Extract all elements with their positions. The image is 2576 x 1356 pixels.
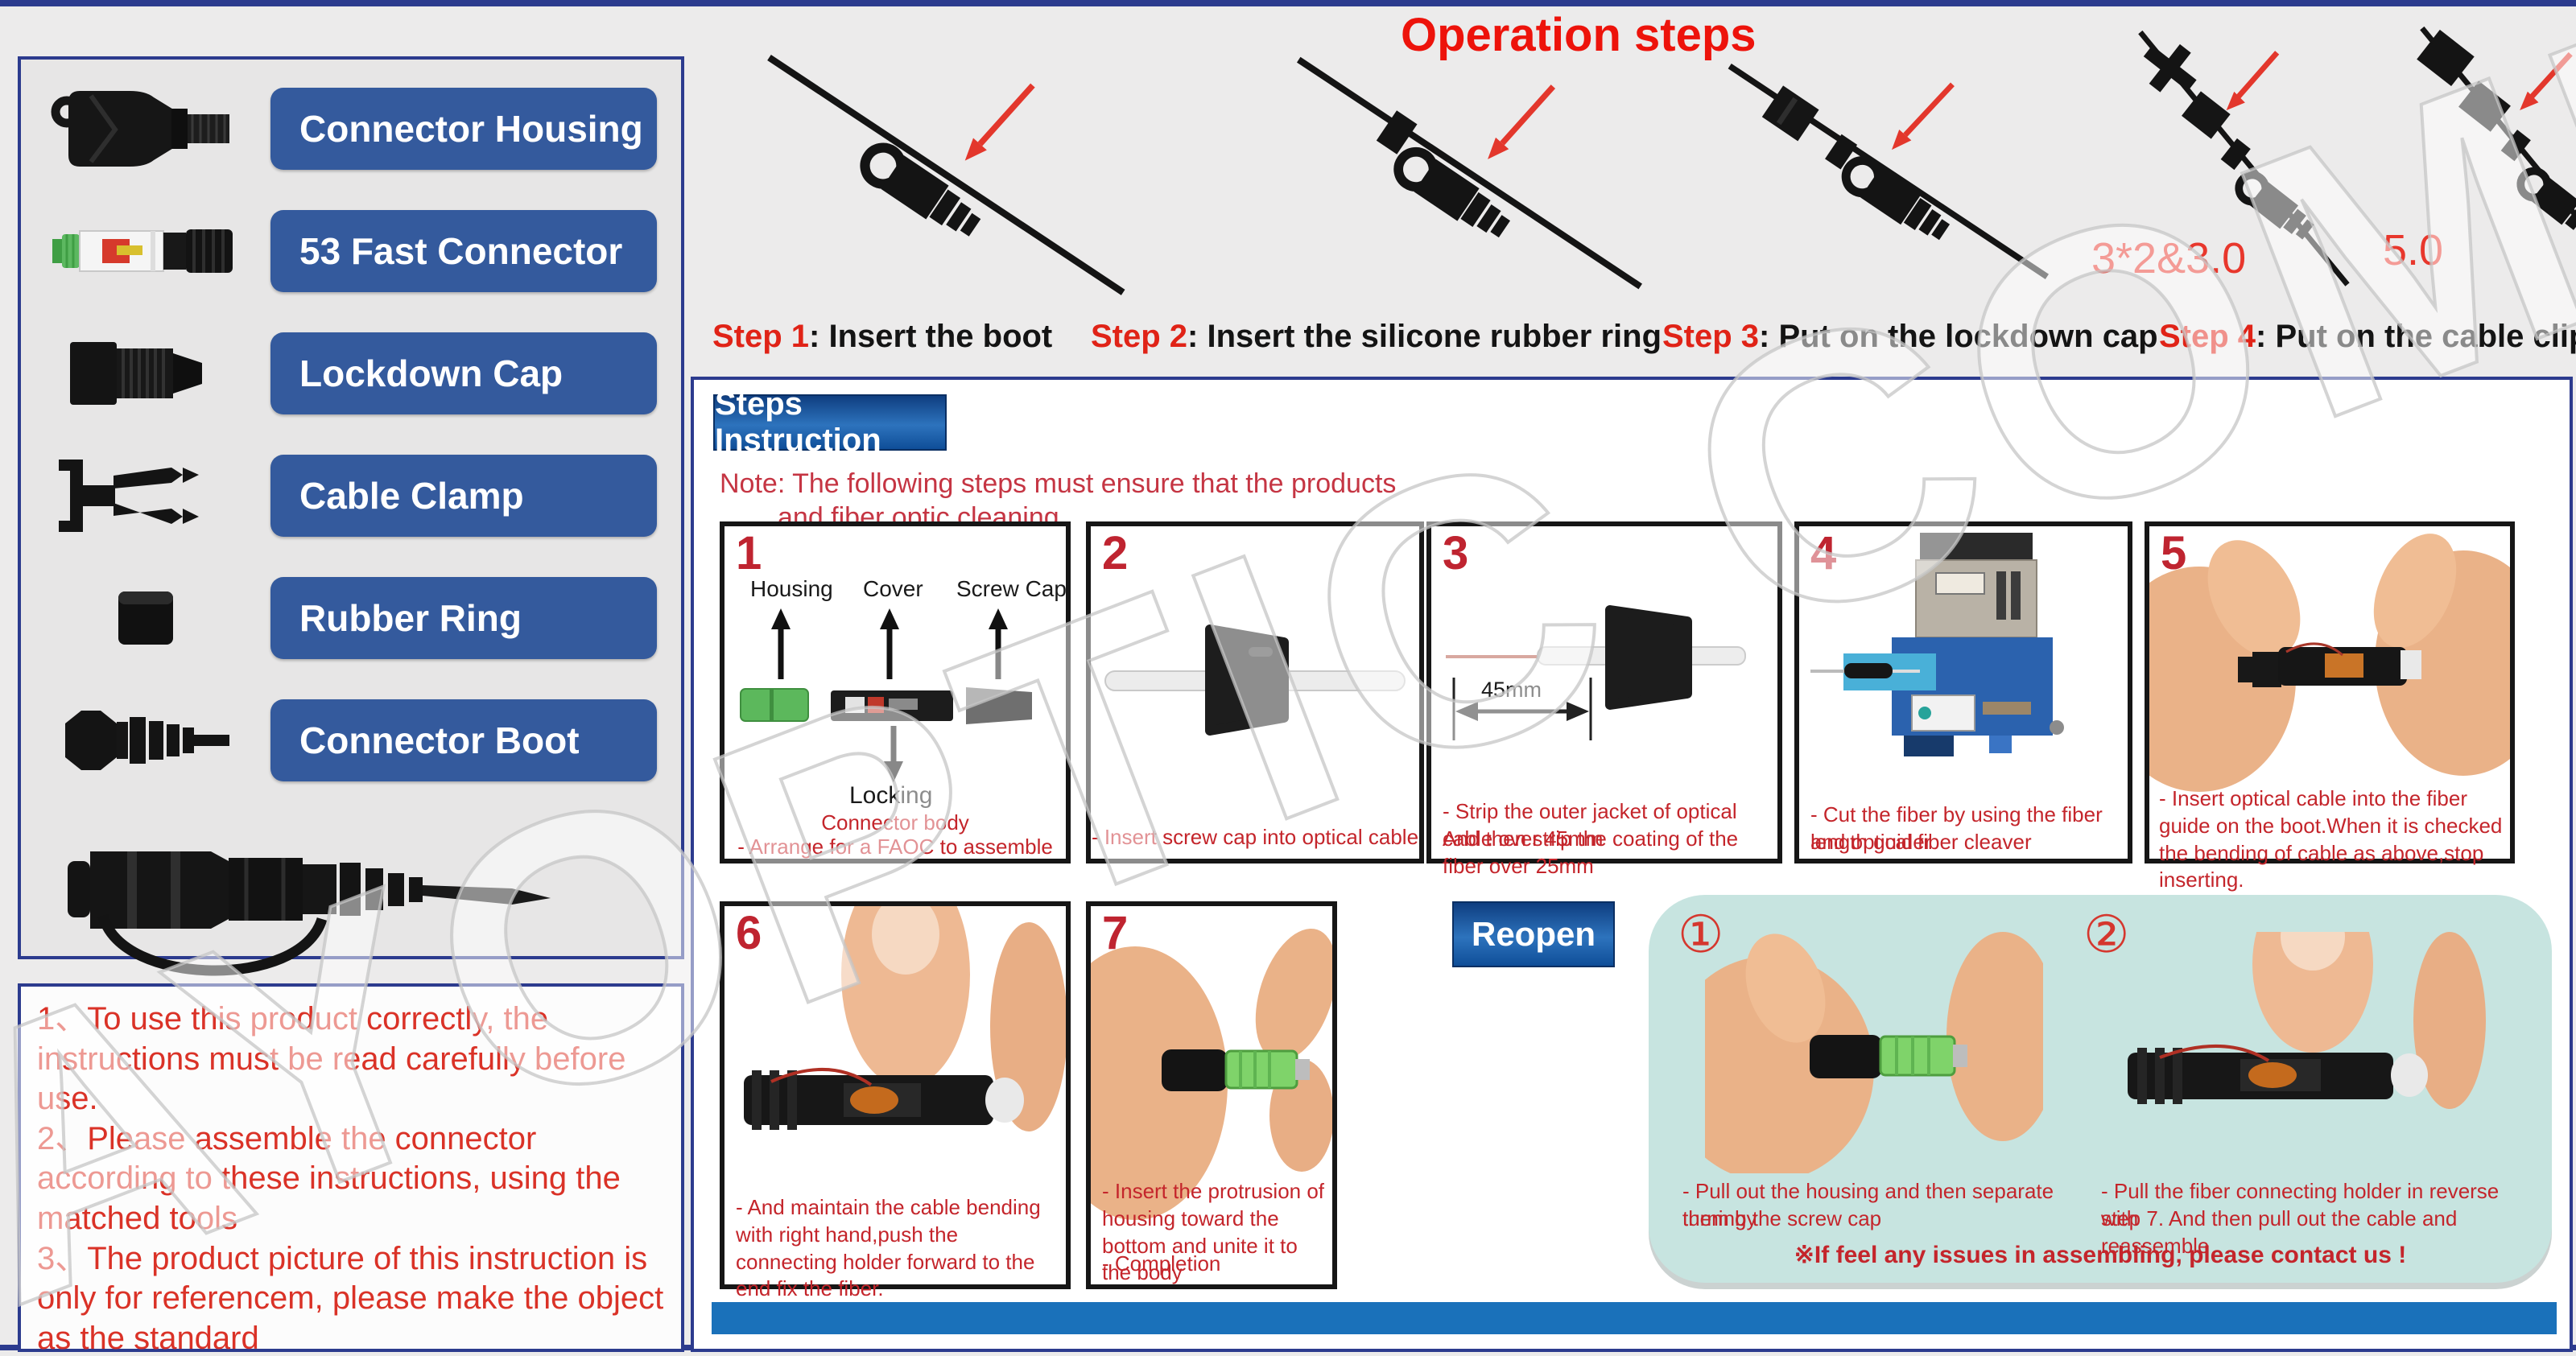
box5-art [2149,534,2510,792]
part-row-rubber-ring: Rubber Ring [21,557,681,679]
part-row-connector-housing: Connector Housing [21,68,681,190]
note-line-1: Note: The following steps must ensure th… [720,468,1397,499]
operation-steps-section: Operation steps [692,6,2576,370]
reopen-item2-caption-line2: step 7. And then pull out the cable and … [2101,1206,2458,1258]
step1-caption: Step 1: Insert the boot [712,319,1052,355]
instruction-box-3: 3 45mm - Strip the outer jacket of optic… [1426,521,1782,878]
part-label-connector-housing: Connector Housing [270,88,657,170]
step4-figure-b [2391,19,2576,312]
step1-text: : Insert the boot [809,319,1053,354]
box3-caption-2: And then strip the coating of the fiber … [1443,826,1739,878]
part-label-rubber-ring: Rubber Ring [270,577,657,659]
box6-number: 6 [736,907,762,959]
box7-art [1091,928,1332,1220]
reopen-panel: ① ② [1649,895,2552,1283]
instruction-box-5: 5 - Insert optical cable into the fiber … [2145,521,2515,892]
assembled-connector-image [21,813,681,982]
box1-label-screw-cap: Screw Cap [956,576,1067,601]
box1-label-cover: Cover [863,576,923,601]
part-row-connector-boot: Connector Boot [21,679,681,802]
box1-label-housing: Housing [750,576,833,601]
box2-caption: - Insert screw cap into optical cable [1091,825,1419,849]
bottom-blue-bar [712,1302,2557,1334]
box1-art [740,608,1032,782]
step2-figure [1248,39,1699,320]
note-item-2: 2、Please assemble the connector accordin… [37,1120,621,1236]
instruction-box-6: 6 - And maintain the cable bending with … [720,901,1071,1300]
part-row-fast-connector: 53 Fast Connector [21,190,681,312]
box2-art [1104,624,1406,736]
step3-figure [1682,35,2101,320]
step2-caption: Step 2: Insert the silicone rubber ring [1091,319,1662,355]
part-label-cable-clamp: Cable Clamp [270,455,657,537]
instruction-box-2: 2 - Insert screw cap into optical cable [1086,521,1424,863]
step4-label: Step 4 [2159,319,2256,354]
top-border-line [0,0,2576,6]
parts-panel: Connector Housing 53 Fast Connector [18,56,684,976]
reopen-button: Reopen [1452,901,1615,967]
instruction-box-7: 7 - Insert the protrusion of housing tow… [1086,901,1337,1289]
box4-caption-2: and optical fiber cleaver [1810,830,2032,854]
box3-art [1446,605,1746,740]
box3-dim-label: 45mm [1481,678,1542,702]
steps-instruction-button: Steps Instruction [713,386,947,458]
reopen-footer-note: ※If feel any issues in assembling, pleas… [1794,1242,2407,1268]
cable-clamp-icon [21,443,270,548]
box7-caption-2: - Completion [1102,1251,1221,1276]
step2-label: Step 2 [1091,319,1188,354]
reopen-item1-caption-line2: turning the screw cap [1682,1206,1882,1230]
box1-caption-2: - Arrange for a FAOC to assemble [737,835,1053,859]
part-label-connector-boot: Connector Boot [270,699,657,781]
step3-text: : Put on the lockdown cap [1759,319,2158,354]
reopen-item1-caption-line1: - Pull out the housing and then separate… [1682,1179,2054,1230]
part-row-cable-clamp: Cable Clamp [21,435,681,557]
part-row-lockdown-cap: Lockdown Cap [21,312,681,435]
box4-caption-1: - Cut the fiber by using the fiber lengt… [1810,802,2103,854]
instruction-box-1: 1 Housing Cover Screw Cap Locking Connec… [720,521,1071,863]
operation-steps-title: Operation steps [1401,9,1757,61]
box1-number: 1 [736,527,762,579]
note-item-3: 3、The product picture of this instructio… [37,1240,664,1356]
rubber-ring-icon [21,566,270,670]
instruction-box-4: 4 - Cut the fiber by using the fiber [1794,521,2132,863]
box6-art [744,906,1066,1131]
box5-caption: - Insert optical cable into the fiber gu… [2159,786,2503,892]
part-label-fast-connector: 53 Fast Connector [270,210,657,292]
box1-caption-1: Connector body [821,810,969,835]
box3-number: 3 [1443,527,1469,579]
reopen-item2-number: ② [2083,905,2130,963]
reopen-item2-caption-line1: - Pull the fiber connecting holder in re… [2101,1179,2500,1230]
step4-caption: Step 4: Put on the cable clip [2159,319,2576,355]
box2-number: 2 [1102,527,1129,579]
size-label-5: 5.0 [2383,226,2444,274]
steps-instruction-panel: Steps Instruction Note: The following st… [691,377,2573,1352]
step3-caption: Step 3: Put on the lockdown cap [1662,319,2158,355]
box7-caption-1: - Insert the protrusion of housing towar… [1102,1179,1325,1285]
note-item-1: 1、To use this product correctly, the ins… [37,1001,626,1117]
step3-label: Step 3 [1662,319,1760,354]
box1-label-locking: Locking [849,782,933,809]
reopen-photo-2 [2128,932,2486,1109]
reopen-photo-1 [1705,932,2043,1173]
box4-art [1810,533,2064,756]
box6-caption: - And maintain the cable bending with ri… [736,1195,1041,1301]
step1-label: Step 1 [712,319,810,354]
lockdown-cap-icon [21,321,270,426]
fast-connector-icon [21,199,270,303]
step4-text: : Put on the cable clip [2256,319,2576,354]
reopen-item1-number: ① [1678,905,1724,963]
size-label-3x2: 3*2&3.0 [2091,234,2247,282]
step1-figure [716,43,1183,320]
connector-housing-icon [21,76,270,181]
part-label-lockdown-cap: Lockdown Cap [270,332,657,414]
box4-number: 4 [1810,527,1837,579]
step2-text: : Insert the silicone rubber ring [1187,319,1662,354]
box3-caption-1: - Strip the outer jacket of optical cabl… [1443,799,1737,851]
step4-figure-a [2109,23,2375,316]
notes-panel: 1、To use this product correctly, the ins… [18,983,684,1356]
connector-boot-icon [21,688,270,793]
